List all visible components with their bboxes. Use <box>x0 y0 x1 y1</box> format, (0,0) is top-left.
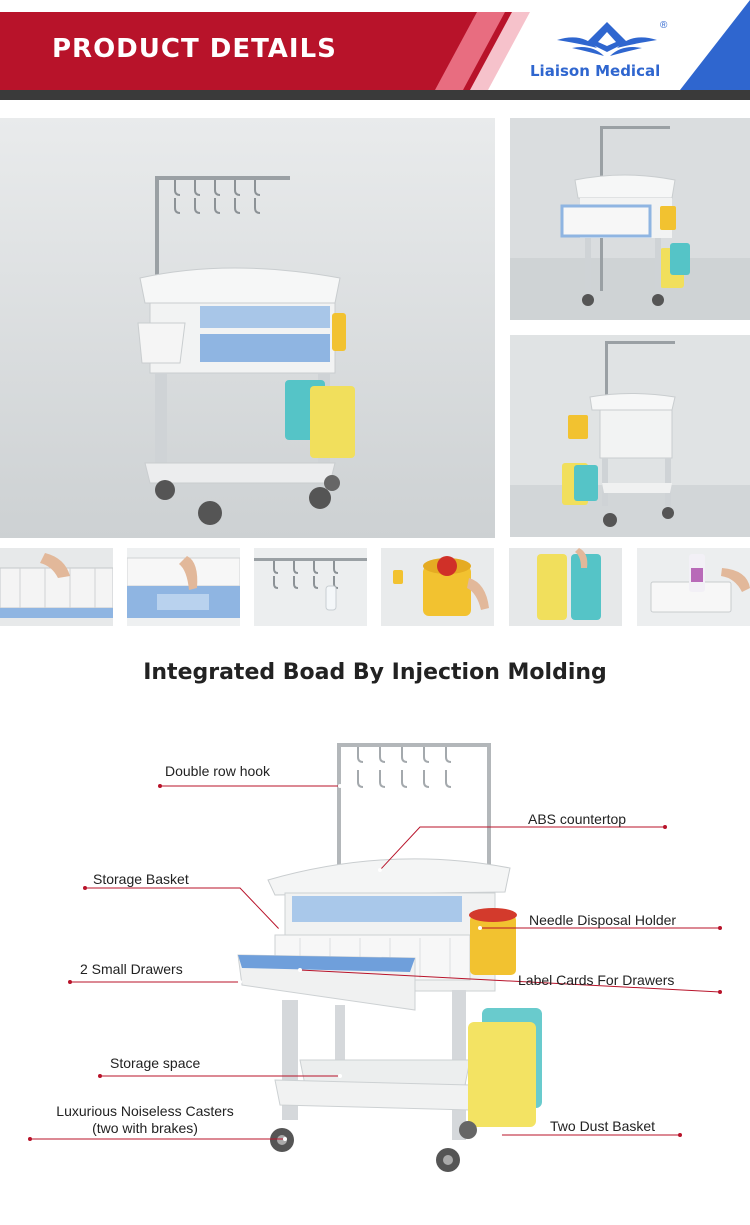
callout-small-drawers: 2 Small Drawers <box>80 961 183 977</box>
main-product-photo <box>0 118 495 538</box>
brand-logo: ® Liaison Medical <box>530 18 675 82</box>
product-photo-side-view <box>510 335 750 537</box>
product-photo-drawer-open <box>510 118 750 320</box>
header-red-band <box>0 12 520 90</box>
header-blue-corner <box>680 0 750 90</box>
callout-casters-line2: (two with brakes) <box>92 1120 198 1136</box>
registered-mark: ® <box>660 20 668 31</box>
thumbnail-hooks <box>254 548 367 626</box>
callout-needle-disposal-holder: Needle Disposal Holder <box>529 912 677 928</box>
callout-double-row-hook: Double row hook <box>165 763 271 779</box>
trolley-illustration <box>237 743 542 1172</box>
callout-end-dots <box>238 784 502 1141</box>
thumbnail-drawer-dividers <box>0 548 113 626</box>
callout-storage-space: Storage space <box>110 1055 201 1071</box>
thumbnail-storage-basket <box>637 548 750 626</box>
callout-storage-basket: Storage Basket <box>93 871 189 887</box>
callout-label-cards: Label Cards For Drawers <box>518 972 675 988</box>
callout-abs-countertop: ABS countertop <box>528 811 627 827</box>
thumbnail-sharps-container <box>381 548 494 626</box>
callout-casters-line1: Luxurious Noiseless Casters <box>56 1103 234 1119</box>
thumbnail-dust-bins <box>509 548 622 626</box>
thumbnail-label-card <box>127 548 240 626</box>
header-banner: PRODUCT DETAILS ® Liaison Medical <box>0 0 750 100</box>
page-title: PRODUCT DETAILS <box>52 34 337 64</box>
callout-casters: Luxurious Noiseless Casters (two with br… <box>40 1103 250 1137</box>
brand-name: Liaison Medical <box>530 62 661 80</box>
section-title: Integrated Boad By Injection Molding <box>143 660 607 685</box>
header-divider <box>0 90 750 100</box>
callout-two-dust-basket: Two Dust Basket <box>550 1118 656 1134</box>
logo-icon <box>557 22 657 56</box>
